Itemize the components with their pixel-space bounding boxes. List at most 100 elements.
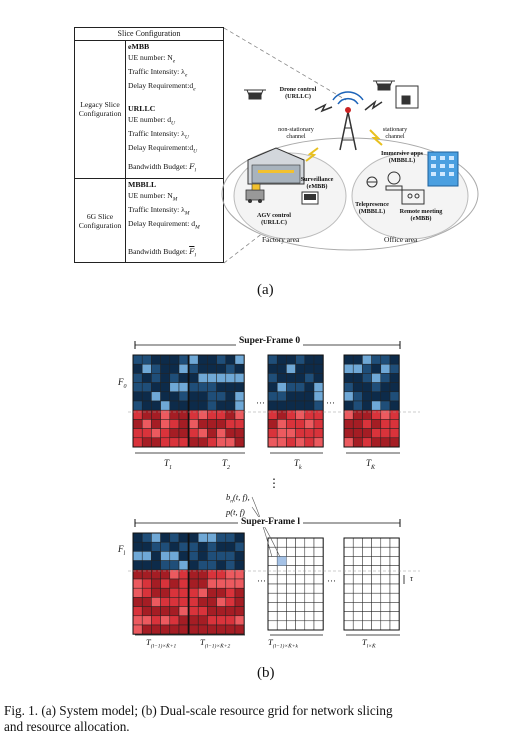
sf0-block-t2-cell (216, 391, 227, 402)
sfl-block-tk-cell (276, 620, 287, 631)
sf0-block-t2-cell (197, 437, 208, 448)
sf0-block-tkbar-cell (362, 363, 372, 374)
sf0-block-tkbar-cell (380, 373, 391, 383)
sf0-block-t2-cell (225, 391, 236, 402)
sfl-block-tkbar-cell (362, 611, 372, 622)
sfl-block-tk-border (267, 537, 324, 631)
sf0-block-tkbar-cell (380, 419, 391, 429)
office-area-label: Office area (384, 235, 418, 244)
sf0-block-t2-border (188, 354, 245, 448)
sf0-block-tkbar-cell (343, 391, 354, 402)
sfl-block-t1-cell (160, 541, 171, 552)
sf0-block-tk-cell (267, 391, 278, 402)
sf0-block-tk-cell (313, 363, 324, 374)
sf0-block-t1-cell (151, 419, 161, 429)
sf0-block-tk-cell (313, 419, 324, 429)
sfl-block-t2-cell (207, 532, 217, 543)
sfl-block-t1-cell (160, 560, 171, 571)
sf0-block-tk-cell (286, 373, 296, 383)
sfl-block-tk-cell (304, 611, 315, 622)
sfl-block-tkbar-cell (380, 556, 391, 566)
sf0-block-t2-cell (225, 400, 236, 411)
sf0-block-t1-cell (178, 419, 189, 429)
sfl-block-tk-cell (267, 565, 278, 576)
sf0-block-tk-cell (286, 409, 296, 420)
sfl-block-tkbar-cell (389, 565, 400, 576)
sfl-block-tk-cell (276, 546, 287, 557)
sfl-block-t1-cell (141, 624, 152, 635)
sf0-block-tkbar-cell (362, 428, 372, 439)
sfl-block-t2-cell (188, 624, 199, 635)
vertical-ellipsis: ⋮ (268, 476, 280, 490)
sfl-block-t2-cell (234, 597, 245, 607)
sfl-block-t1-cell (132, 624, 143, 635)
sf0-block-tkbar-cell (352, 382, 363, 393)
sf0-block-t1-cell (160, 419, 171, 429)
sf0-block-tk-cell (304, 382, 315, 393)
sfl-block-t2-cell (216, 551, 227, 561)
sfl-block-t1-cell (132, 597, 143, 607)
sfl-block-tkbar-cell (352, 556, 363, 566)
sf0-block-tkbar-cell (380, 428, 391, 439)
sfl-block-t1-cell (178, 615, 189, 626)
sf0-block-t2-cell (197, 419, 208, 429)
sfl-block-t1-cell (169, 532, 180, 543)
sf0-block-t1-cell (132, 382, 143, 393)
sf0-block-tk-cell (304, 354, 315, 365)
sf0-block-t1-cell (178, 409, 189, 420)
sfl-block-t2-cell (225, 560, 236, 571)
sf0-block-tk-cell (267, 400, 278, 411)
sf0-block-t1-cell (178, 391, 189, 402)
urllc-delay: Delay Requirement:dU (128, 142, 198, 155)
urllc-config: URLLC UE number: dU Traffic Intensity: λ… (128, 104, 197, 157)
sfl-block-t2-cell (234, 624, 245, 635)
sfl-block-tk-cell (313, 583, 324, 594)
sfl-block-tk-cell (295, 556, 306, 566)
sfl-block-tkbar-cell (371, 611, 382, 622)
sf0-block-t2-cell (197, 400, 208, 411)
sfl-block-tk-cell (304, 574, 315, 585)
sfl-block-t1-cell (178, 624, 189, 635)
mbbll-config: MBBLL UE number: NM Traffic Intensity: λ… (128, 180, 200, 233)
sf0-block-tk-cell (295, 363, 306, 374)
immersive-apps-label: Immersive apps(MBBLL) (380, 150, 424, 164)
tau-label: τ (410, 574, 413, 583)
sf0-block-tk-cell (295, 354, 306, 365)
sfl-block-t2-cell (234, 587, 245, 598)
sfl-block-tk-cell (295, 537, 306, 548)
sf0-block-t2-cell (216, 382, 227, 393)
sfl-block-tk-cell (304, 565, 315, 576)
sf0-block-tk-cell (313, 409, 324, 420)
sf0-block-tk-border (267, 354, 324, 448)
sf0-block-tkbar-cell (371, 373, 382, 383)
sf0-block-t1-cell (132, 354, 143, 365)
sfl-block-tkbar-cell (352, 565, 363, 576)
sf0-block-t1-cell (160, 363, 171, 374)
factory-building-icon (247, 147, 305, 185)
sf0-block-t2-cell (234, 409, 245, 420)
subfigure-a-label: (a) (257, 282, 274, 298)
sf0-block-t1-cell (169, 354, 180, 365)
sf0-block-t2-cell (207, 391, 217, 402)
sf0-block-tkbar-cell (389, 373, 400, 383)
sfl-block-t2-cell (216, 560, 227, 571)
sfl-block-t2-cell (188, 532, 199, 543)
sf0-block-tk-cell (267, 409, 278, 420)
sf0-block-t2-cell (207, 419, 217, 429)
sf0-block-tkbar-cell (380, 409, 391, 420)
sfl-block-tk-cell (295, 574, 306, 585)
sf0-block-tk-cell (267, 419, 278, 429)
sfl-block-tkbar-cell (343, 537, 354, 548)
sfl-block-tk-cell (313, 565, 324, 576)
sfl-block-tkbar-cell (352, 583, 363, 594)
sfl-block-t1-cell (151, 587, 161, 598)
sf0-block-t1-cell (141, 391, 152, 402)
sfl-block-tk-cell (295, 592, 306, 603)
sf0-block-tkbar-border (343, 354, 400, 448)
sfl-block-t1-border (132, 532, 189, 635)
sf0-block-t1-cell (151, 354, 161, 365)
sf0-block-tkbar-cell (389, 419, 400, 429)
sfl-block-t1-cell (151, 624, 161, 635)
sf0-block-t1-cell (151, 437, 161, 448)
sfl-block-t1-cell (132, 560, 143, 571)
